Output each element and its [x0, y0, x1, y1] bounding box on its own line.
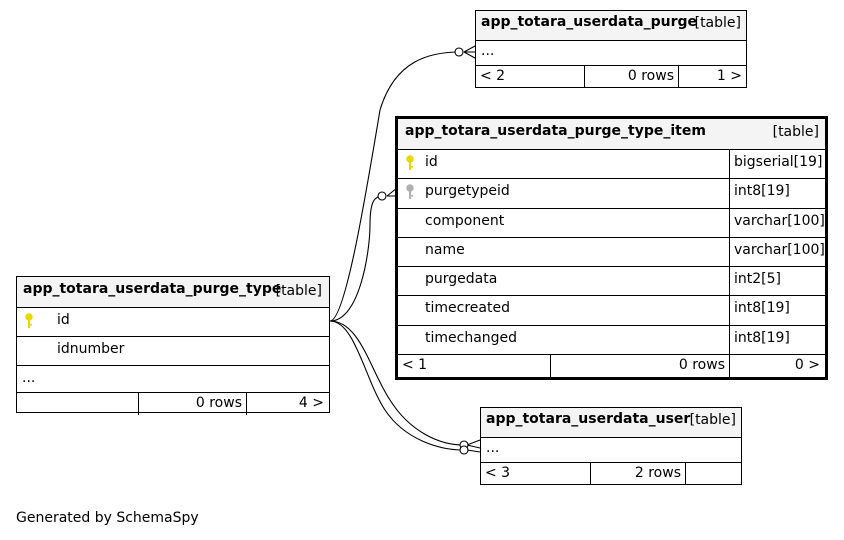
table-name[interactable]: app_totara_userdata_purge — [481, 14, 698, 30]
column-name[interactable]: id — [57, 312, 70, 328]
table-footer-row: < 2 0 rows 1 > — [476, 65, 746, 87]
column-row-idnumber: idnumber — [17, 336, 329, 365]
table-app-totara-userdata-purge[interactable]: app_totara_userdata_purge [table] ... < … — [475, 10, 747, 88]
rows-cell: 0 rows — [584, 66, 678, 87]
children-cell[interactable]: 1 > — [678, 66, 746, 87]
columns-ellipsis-row: ... — [481, 437, 741, 462]
generated-by-footer: Generated by SchemaSpy — [16, 510, 199, 526]
column-type-cell: bigserial[19] — [729, 150, 825, 179]
parents-cell[interactable]: < 3 — [481, 463, 590, 484]
table-app-totara-userdata-user[interactable]: app_totara_userdata_user [table] ... < 3… — [480, 407, 742, 485]
optional-marker — [454, 47, 464, 57]
relationship-purge-type-to-user-2 — [329, 320, 464, 451]
row-count: 0 rows — [195, 395, 242, 411]
table-header: app_totara_userdata_purge_type [table] — [17, 277, 329, 307]
column-type-cell: int2[5] — [729, 267, 825, 296]
table-name[interactable]: app_totara_userdata_user — [486, 411, 691, 427]
children-cell — [685, 463, 741, 484]
table-footer-row: < 1 0 rows 0 > — [398, 354, 825, 380]
column-name[interactable]: purgedata — [425, 271, 498, 288]
table-footer-row: < 3 2 rows — [481, 462, 741, 484]
column-row-id: id bigserial[19] — [398, 149, 825, 179]
parents-cell — [17, 393, 138, 415]
parents-count: < 1 — [402, 357, 428, 374]
foreign-key-icon — [406, 184, 414, 204]
column-name[interactable]: timechanged — [425, 329, 518, 346]
column-row-component: component varchar[100] — [398, 207, 825, 237]
ellipsis: ... — [486, 440, 500, 456]
column-name[interactable]: timecreated — [425, 300, 510, 317]
column-row-timechanged: timechanged int8[19] — [398, 324, 825, 355]
relationship-purge-type-to-item — [329, 195, 384, 322]
column-type-cell: varchar[100] — [729, 208, 825, 237]
table-header: app_totara_userdata_purge_type_item [tab… — [398, 119, 825, 149]
ellipsis: ... — [22, 370, 36, 386]
children-count: 1 > — [716, 68, 742, 84]
column-type: varchar[100] — [734, 241, 825, 258]
table-type: [table] — [772, 124, 819, 140]
table-type: [table] — [694, 15, 741, 31]
rows-cell: 0 rows — [550, 355, 729, 380]
children-count: 4 > — [298, 395, 324, 411]
children-cell[interactable]: 0 > — [729, 355, 825, 380]
column-type: bigserial[19] — [734, 154, 823, 170]
column-name[interactable]: id — [425, 154, 438, 170]
table-type: [table] — [689, 412, 736, 428]
ellipsis: ... — [481, 43, 495, 59]
primary-key-icon — [406, 155, 414, 175]
table-app-totara-userdata-purge-type-item[interactable]: app_totara_userdata_purge_type_item [tab… — [395, 116, 828, 380]
row-count: 0 rows — [678, 357, 725, 374]
column-name[interactable]: component — [425, 212, 505, 229]
column-row-name: name varchar[100] — [398, 236, 825, 267]
table-app-totara-userdata-purge-type[interactable]: app_totara_userdata_purge_type [table] i… — [16, 276, 330, 415]
table-footer-row: 0 rows 4 > — [17, 392, 329, 415]
column-type: int2[5] — [734, 271, 781, 288]
table-name[interactable]: app_totara_userdata_purge_type_item — [405, 123, 706, 139]
relationship-purge-type-to-purge — [329, 51, 461, 322]
column-row-purgetypeid: purgetypeid int8[19] — [398, 178, 825, 208]
column-name[interactable]: idnumber — [57, 341, 125, 357]
column-type-cell: int8[19] — [729, 296, 825, 325]
row-count: 2 rows — [634, 465, 681, 481]
column-name[interactable]: name — [425, 241, 465, 258]
column-type-cell: int8[19] — [729, 325, 825, 355]
row-count: 0 rows — [627, 68, 674, 84]
column-type: int8[19] — [734, 329, 790, 346]
rows-cell: 0 rows — [138, 393, 246, 415]
primary-key-icon — [25, 313, 33, 333]
column-type-cell: varchar[100] — [729, 237, 825, 267]
table-name[interactable]: app_totara_userdata_purge_type — [23, 281, 282, 297]
rows-cell: 2 rows — [590, 463, 685, 484]
table-header: app_totara_userdata_purge [table] — [476, 11, 746, 40]
column-type: varchar[100] — [734, 212, 825, 229]
column-name[interactable]: purgetypeid — [425, 183, 510, 200]
column-type: int8[19] — [734, 183, 790, 200]
relationship-purge-type-to-user-1 — [329, 320, 464, 446]
table-header: app_totara_userdata_user [table] — [481, 408, 741, 437]
columns-ellipsis-row: ... — [476, 40, 746, 65]
column-type: int8[19] — [734, 300, 790, 317]
optional-marker — [377, 191, 387, 201]
parents-cell[interactable]: < 2 — [476, 66, 584, 87]
column-row-purgedata: purgedata int2[5] — [398, 266, 825, 296]
children-cell[interactable]: 4 > — [246, 393, 329, 415]
optional-marker — [459, 445, 469, 455]
children-count: 0 > — [794, 357, 820, 374]
parents-cell[interactable]: < 1 — [398, 355, 550, 379]
table-type: [table] — [275, 283, 322, 299]
parents-count: < 3 — [485, 465, 511, 481]
column-row-timecreated: timecreated int8[19] — [398, 295, 825, 325]
column-type-cell: int8[19] — [729, 179, 825, 208]
columns-ellipsis-row: ... — [17, 365, 329, 392]
parents-count: < 2 — [480, 68, 506, 84]
column-row-id: id — [17, 307, 329, 336]
